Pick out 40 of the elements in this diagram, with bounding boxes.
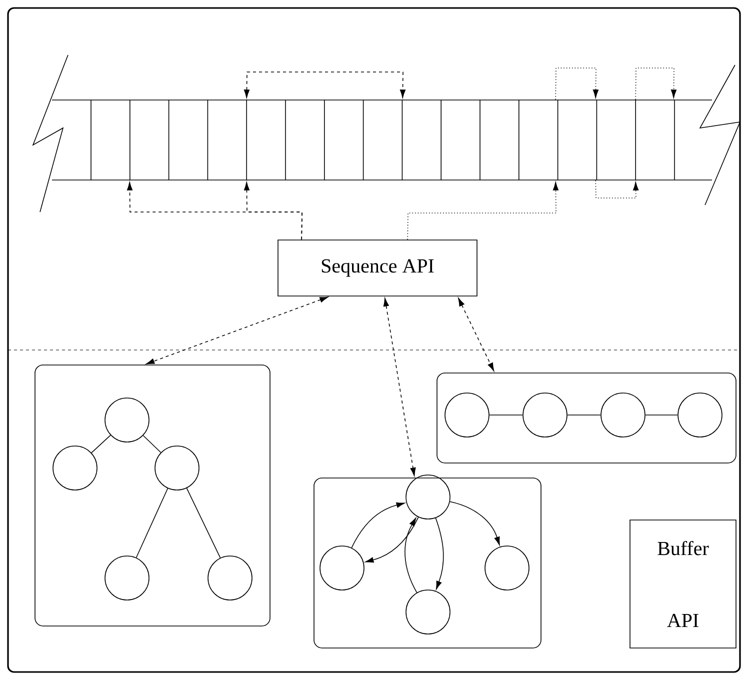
node-circle bbox=[154, 446, 200, 490]
arrow bbox=[458, 298, 494, 372]
arrow bbox=[146, 296, 328, 364]
connector-line bbox=[567, 414, 601, 416]
arrow bbox=[435, 518, 444, 590]
node-circle bbox=[320, 546, 364, 590]
node-circle bbox=[52, 446, 98, 490]
connector-line bbox=[142, 435, 162, 453]
arrow bbox=[244, 72, 406, 98]
arrow bbox=[365, 516, 419, 563]
node-circle bbox=[484, 546, 530, 590]
api-box: Sequence API bbox=[278, 240, 478, 296]
connector-line bbox=[645, 414, 678, 416]
arrow bbox=[351, 502, 405, 548]
arrow bbox=[383, 298, 416, 476]
structure-container bbox=[34, 364, 270, 626]
memory-tape bbox=[52, 100, 712, 180]
node-circle bbox=[406, 590, 450, 634]
arrow bbox=[404, 518, 418, 593]
connector-line bbox=[489, 414, 523, 416]
connector-line bbox=[91, 434, 111, 454]
arrow bbox=[450, 501, 500, 546]
node-circle bbox=[104, 398, 150, 442]
arrow bbox=[407, 182, 558, 240]
api-box: Buffer API bbox=[630, 520, 736, 648]
node-circle bbox=[444, 392, 490, 438]
arrow bbox=[635, 68, 676, 100]
node-circle bbox=[406, 474, 450, 520]
node-circle bbox=[522, 392, 568, 438]
arrow bbox=[244, 182, 302, 240]
connector-line bbox=[136, 488, 168, 558]
node-circle bbox=[678, 392, 722, 438]
structure-container bbox=[436, 372, 736, 464]
node-circle bbox=[208, 556, 252, 600]
arrow bbox=[595, 180, 639, 198]
structure-container bbox=[314, 478, 542, 648]
node-circle bbox=[104, 556, 150, 600]
arrow bbox=[555, 68, 598, 100]
node-circle bbox=[600, 392, 646, 438]
connector-line bbox=[186, 488, 221, 558]
